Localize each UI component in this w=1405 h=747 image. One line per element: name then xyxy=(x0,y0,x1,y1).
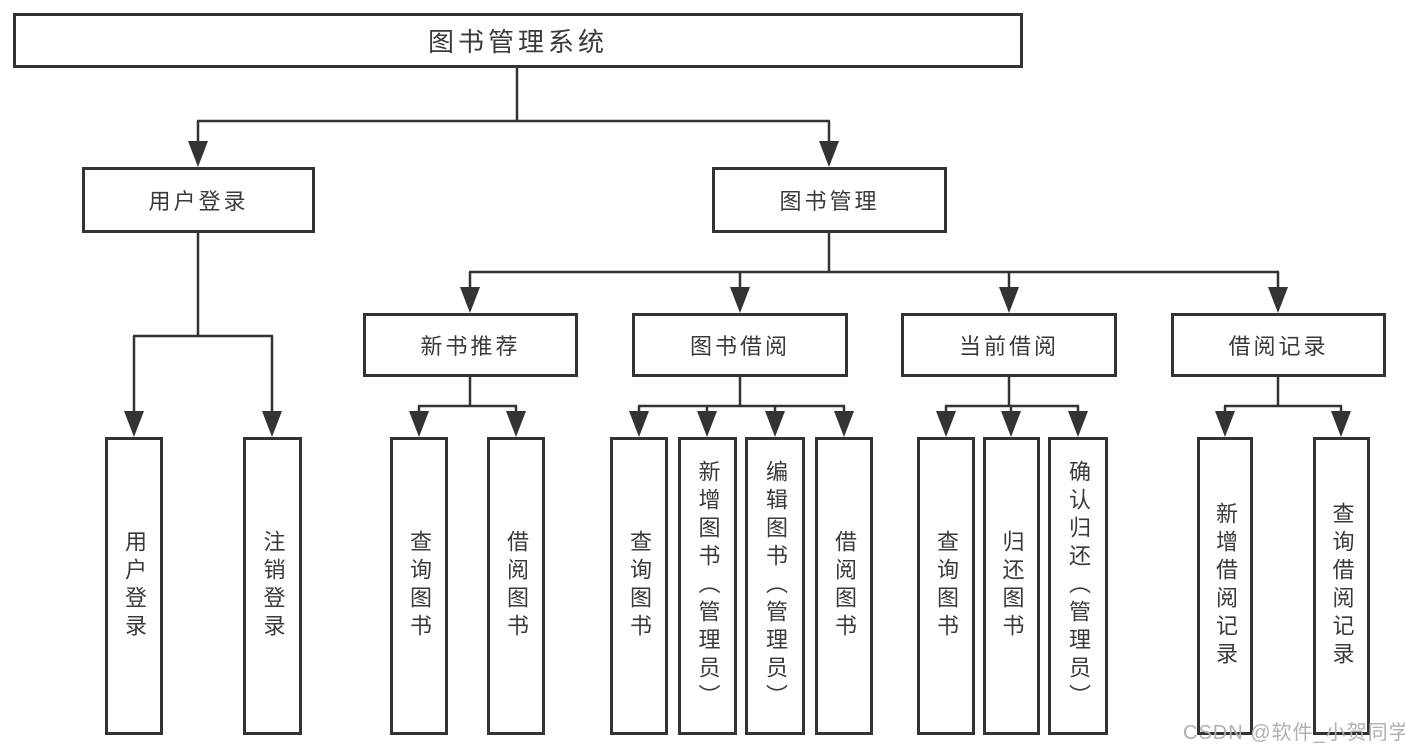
leaf-label: 查询图书 xyxy=(407,530,432,642)
leaf-logout: 注销登录 xyxy=(243,437,302,735)
node-label: 用户登录 xyxy=(148,189,249,214)
leaf-label: 查询图书 xyxy=(934,530,959,642)
leaf-add-book-admin: 新增图书（管理员） xyxy=(678,437,737,735)
leaf-borrow-borrow-book: 借阅图书 xyxy=(815,437,873,735)
node-book-management: 图书管理 xyxy=(712,167,947,233)
leaf-label: 查询借阅记录 xyxy=(1329,502,1355,670)
leaf-recommend-borrow-book: 借阅图书 xyxy=(487,437,545,735)
node-label: 借阅记录 xyxy=(1228,334,1329,359)
leaf-label: 用户登录 xyxy=(122,530,147,642)
leaf-current-query-book: 查询图书 xyxy=(917,437,975,735)
node-borrowing-records: 借阅记录 xyxy=(1171,313,1386,377)
node-label: 图书管理 xyxy=(779,189,880,214)
leaf-edit-book-admin: 编辑图书（管理员） xyxy=(745,437,805,735)
leaf-user-login: 用户登录 xyxy=(105,437,163,735)
leaf-label: 查询图书 xyxy=(627,530,652,642)
leaf-return-book: 归还图书 xyxy=(983,437,1040,735)
leaf-confirm-return-admin: 确认归还（管理员） xyxy=(1048,437,1108,735)
node-library-management-system: 图书管理系统 xyxy=(13,13,1023,68)
leaf-label: 新增图书（管理员） xyxy=(695,460,721,712)
leaf-label: 注销登录 xyxy=(260,530,286,642)
node-label: 图书管理系统 xyxy=(427,27,608,57)
csdn-watermark: CSDN @软件_小贺同学 xyxy=(1183,722,1405,744)
leaf-borrow-query-book: 查询图书 xyxy=(610,437,668,735)
leaf-label: 新增借阅记录 xyxy=(1213,502,1238,670)
leaf-label: 借阅图书 xyxy=(504,530,529,642)
leaf-add-borrow-record: 新增借阅记录 xyxy=(1197,437,1253,735)
node-new-book-recommendation: 新书推荐 xyxy=(363,313,578,377)
leaf-label: 编辑图书（管理员） xyxy=(763,460,788,712)
node-label: 当前借阅 xyxy=(958,334,1059,359)
node-label: 新书推荐 xyxy=(420,334,521,359)
leaf-label: 归还图书 xyxy=(999,530,1025,642)
node-user-login: 用户登录 xyxy=(82,167,315,233)
node-label: 图书借阅 xyxy=(689,334,790,359)
node-book-borrowing: 图书借阅 xyxy=(632,313,848,377)
leaf-recommend-query-book: 查询图书 xyxy=(390,437,448,735)
leaf-label: 确认归还（管理员） xyxy=(1066,460,1091,712)
leaf-label: 借阅图书 xyxy=(832,530,857,642)
leaf-query-borrow-record: 查询借阅记录 xyxy=(1313,437,1370,735)
node-current-borrowing: 当前借阅 xyxy=(901,313,1117,377)
